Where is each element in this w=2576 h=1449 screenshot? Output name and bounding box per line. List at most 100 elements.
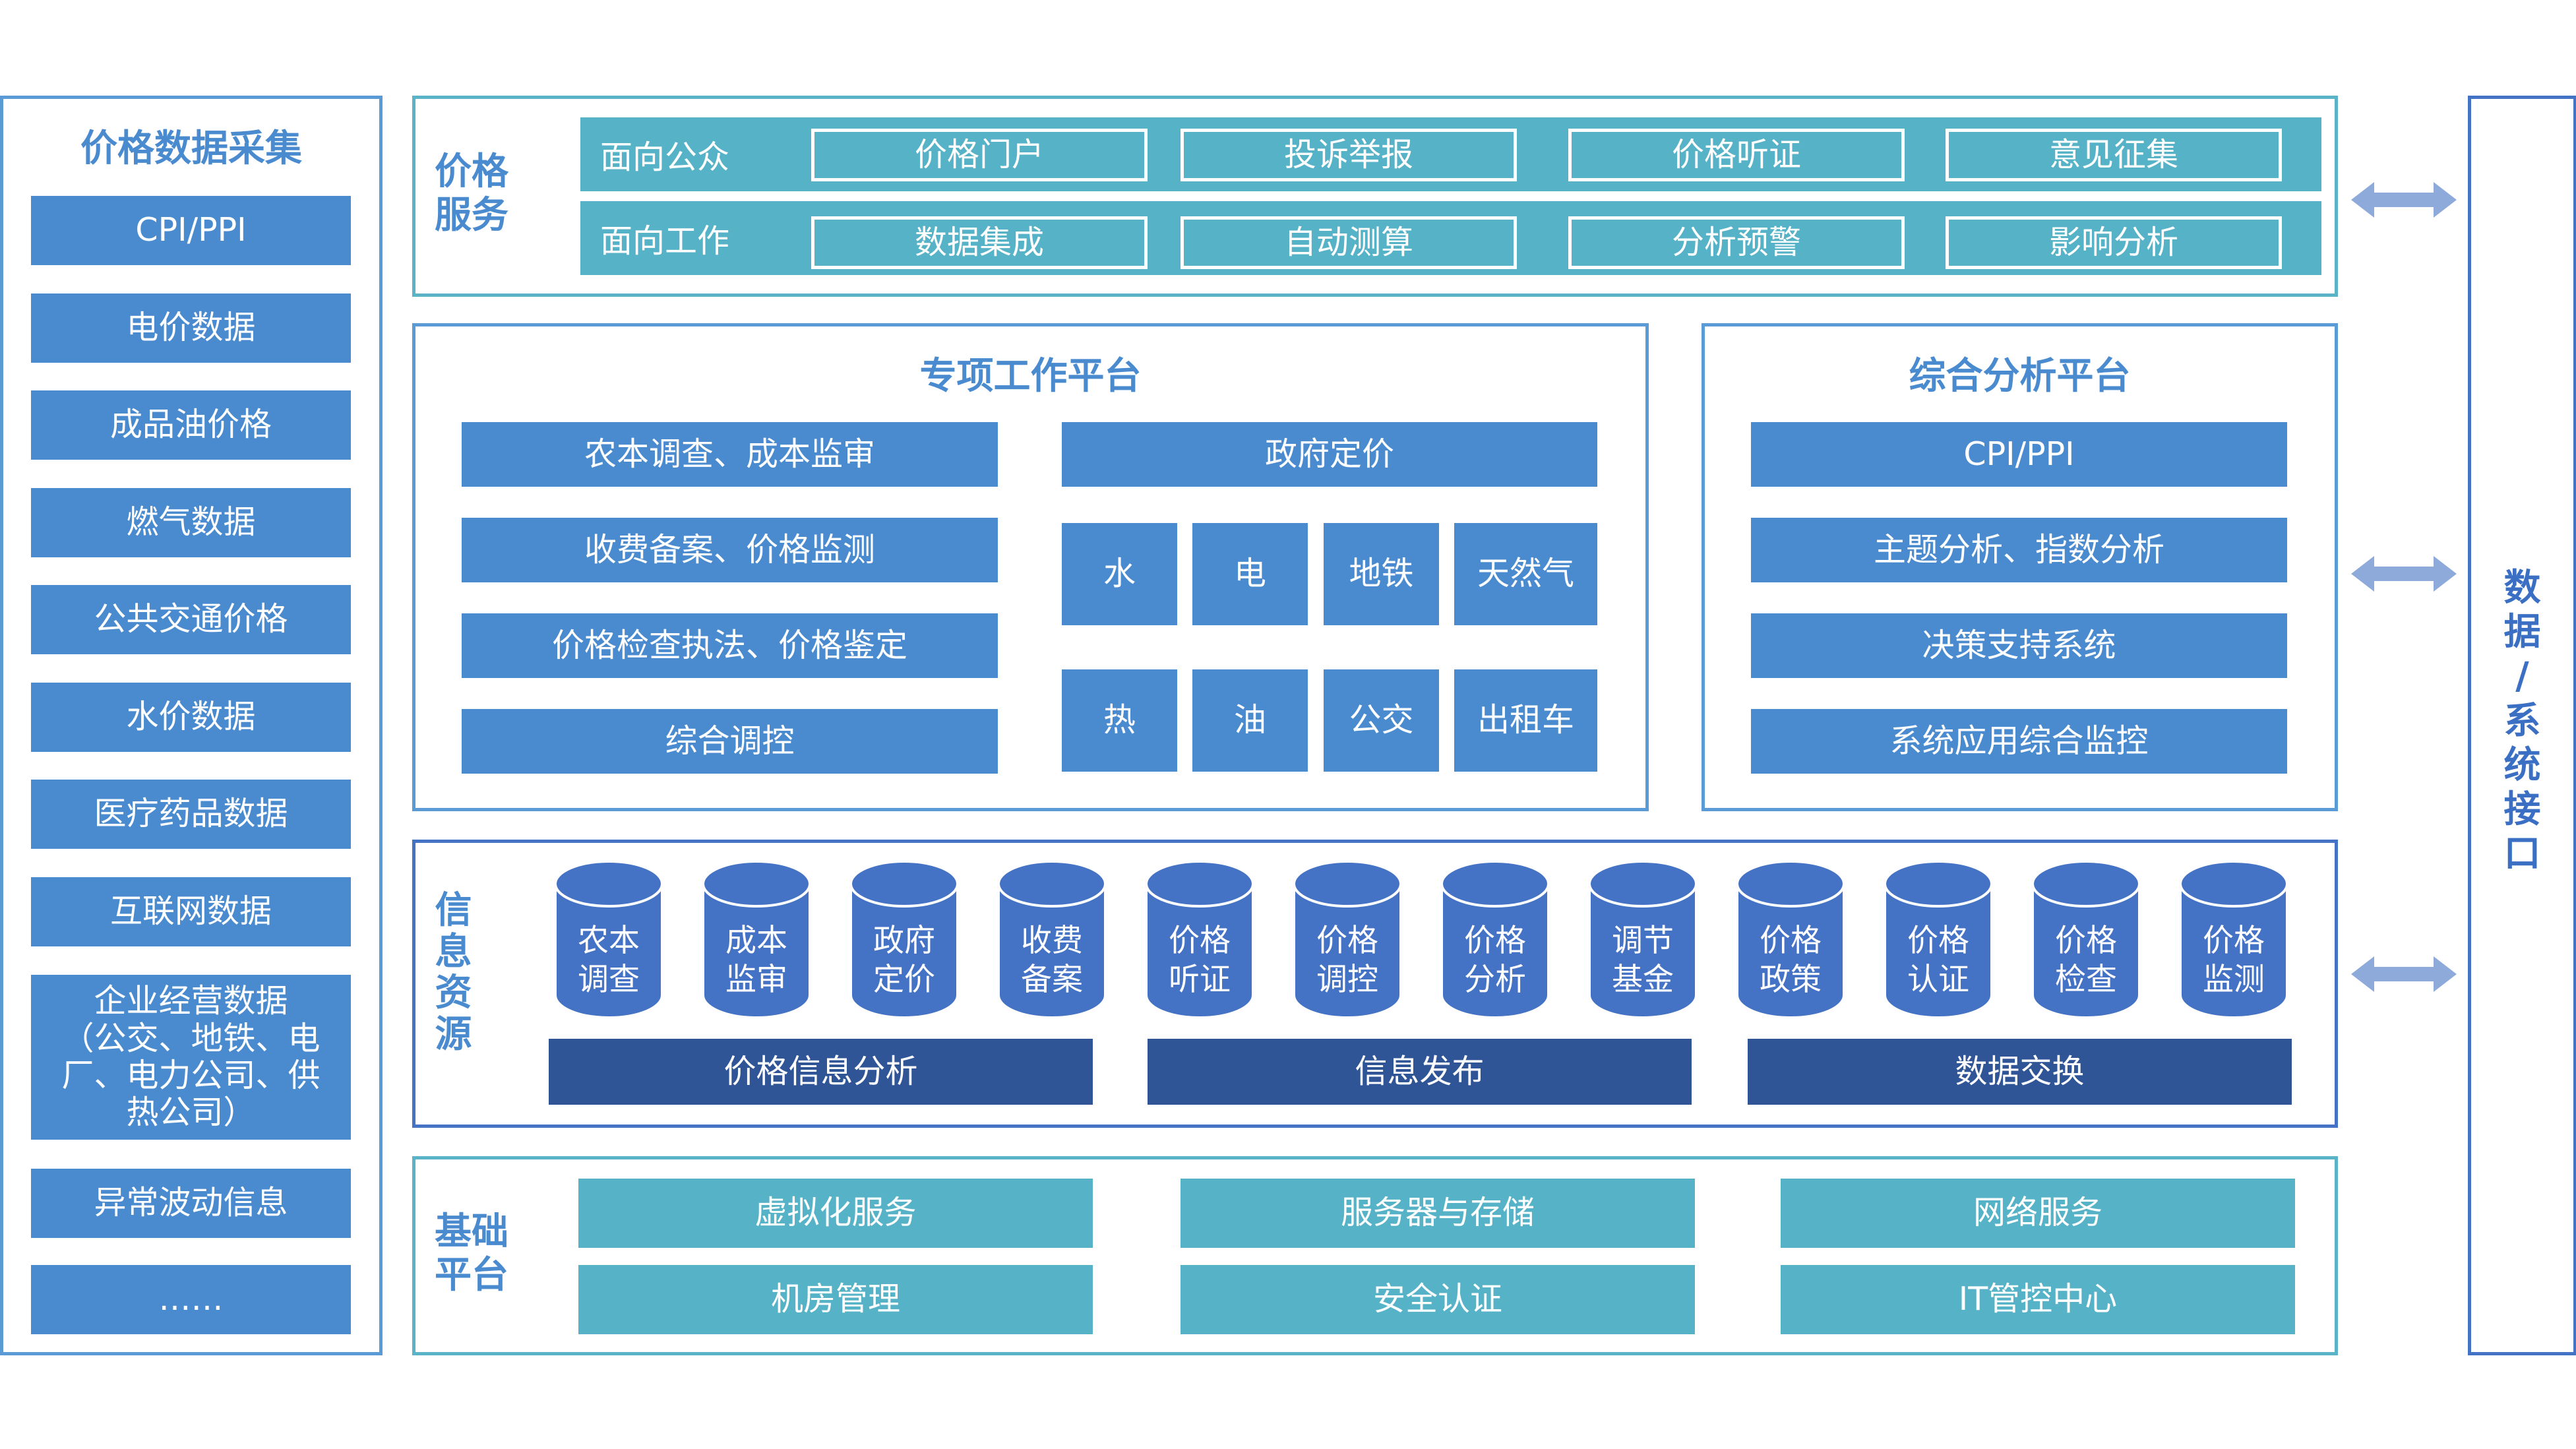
work-service-row [580, 201, 2321, 275]
analysis-platform-title: 综合分析平台 [1909, 355, 2131, 398]
db-label-line: 价格 [2055, 923, 2117, 960]
pricing-oil: 油 [1192, 669, 1308, 772]
db-label-line: 农本 [578, 923, 640, 960]
pricing-water: 水 [1062, 523, 1177, 625]
base-network: 网络服务 [1781, 1179, 2295, 1248]
collection-item-more: …… [31, 1265, 351, 1334]
special-platform-title: 专项工作平台 [919, 355, 1142, 398]
service-item-price-portal: 价格门户 [811, 129, 1148, 181]
collection-item-medical: 医疗药品数据 [31, 780, 351, 849]
enterprise-line: 厂、电力公司、供 [61, 1057, 321, 1094]
pricing-heat: 热 [1062, 669, 1177, 772]
data-system-interface-panel [2468, 96, 2576, 1355]
title-char: / [2515, 655, 2529, 698]
title-char: 接 [2503, 787, 2541, 831]
pricing-natural-gas: 天然气 [1454, 523, 1597, 625]
title-line: 服务 [435, 194, 508, 237]
public-service-label: 面向公众 [600, 138, 730, 176]
info-resources-title: 信 息 资 源 [429, 890, 478, 1056]
collection-item-cpi: CPI/PPI [31, 196, 351, 265]
database-cylinder-icon: 价格政策 [1734, 859, 1847, 1020]
database-cylinder-icon: 政府定价 [848, 859, 960, 1020]
collection-item-internet: 互联网数据 [31, 877, 351, 946]
collection-item-enterprise: 企业经营数据 （公交、地铁、电 厂、电力公司、供 热公司） [31, 975, 351, 1140]
database-cylinder-icon: 价格调控 [1291, 859, 1403, 1020]
title-line: 价格 [435, 150, 508, 193]
pricing-bus: 公交 [1324, 669, 1439, 772]
base-platform-title: 基础 平台 [429, 1210, 514, 1297]
database-cylinder-icon: 收费备案 [996, 859, 1108, 1020]
service-item-auto-calc: 自动测算 [1181, 216, 1517, 269]
db-label-line: 政府 [873, 923, 935, 960]
bar-info-publish: 信息发布 [1148, 1039, 1692, 1105]
database-cylinder-icon: 价格检查 [2030, 859, 2142, 1020]
enterprise-line: （公交、地铁、电 [61, 1019, 321, 1057]
double-arrow-icon [2351, 556, 2457, 592]
title-char: 据 [2503, 611, 2541, 654]
collection-title: 价格数据采集 [80, 127, 302, 170]
special-item-regulation: 综合调控 [462, 709, 998, 774]
db-label-line: 价格 [1316, 923, 1378, 960]
base-virtualization: 虚拟化服务 [578, 1179, 1093, 1248]
pricing-electricity: 电 [1192, 523, 1308, 625]
db-label-line: 监测 [2203, 962, 2265, 998]
special-item-inspection: 价格检查执法、价格鉴定 [462, 613, 998, 678]
db-label-line: 价格 [2203, 923, 2265, 960]
db-label-line: 收费 [1021, 923, 1083, 960]
db-label-line: 价格 [1464, 923, 1526, 960]
collection-item-gas: 燃气数据 [31, 488, 351, 557]
title-line: 资 [435, 971, 472, 1015]
base-machine-room: 机房管理 [578, 1265, 1093, 1334]
db-label-line: 成本 [725, 923, 787, 960]
special-item-cost-survey: 农本调查、成本监审 [462, 422, 998, 487]
service-item-warning: 分析预警 [1568, 216, 1905, 269]
price-service-title: 价格 服务 [429, 150, 514, 237]
db-label-line: 价格 [1760, 923, 1822, 960]
title-line: 平台 [435, 1254, 508, 1297]
service-item-opinion: 意见征集 [1946, 129, 2282, 181]
collection-item-transport: 公共交通价格 [31, 585, 351, 654]
database-cylinder-icon: 价格听证 [1144, 859, 1256, 1020]
double-arrow-icon [2351, 956, 2457, 992]
db-label-line: 分析 [1464, 962, 1526, 998]
db-label-line: 听证 [1169, 962, 1231, 998]
service-item-impact: 影响分析 [1946, 216, 2282, 269]
work-service-label: 面向工作 [600, 222, 730, 260]
bar-price-info-analysis: 价格信息分析 [549, 1039, 1093, 1105]
db-label-line: 政策 [1760, 962, 1822, 998]
db-label-line: 调控 [1316, 962, 1378, 998]
gov-pricing-header: 政府定价 [1062, 422, 1597, 487]
title-char: 口 [2503, 832, 2541, 876]
title-char: 统 [2503, 743, 2541, 787]
database-cylinder-icon: 成本监审 [700, 859, 813, 1020]
double-arrow-icon [2351, 182, 2457, 218]
database-cylinder-icon: 价格认证 [1882, 859, 1994, 1020]
pricing-taxi: 出租车 [1454, 669, 1597, 772]
db-label-line: 价格 [1907, 923, 1969, 960]
db-label-line: 监审 [725, 962, 787, 998]
database-cylinder-icon: 农本调查 [553, 859, 665, 1020]
database-cylinder-icon: 调节基金 [1587, 859, 1699, 1020]
enterprise-line: 热公司） [126, 1094, 256, 1132]
db-label-line: 备案 [1021, 962, 1083, 998]
pricing-subway: 地铁 [1324, 523, 1439, 625]
title-line: 信 [435, 889, 472, 932]
collection-item-water: 水价数据 [31, 683, 351, 752]
title-line: 源 [435, 1013, 472, 1057]
analysis-item-decision: 决策支持系统 [1751, 613, 2287, 678]
db-label-line: 定价 [873, 962, 935, 998]
db-label-line: 价格 [1169, 923, 1231, 960]
title-char: 系 [2503, 699, 2541, 743]
title-char: 数 [2503, 567, 2541, 609]
collection-item-anomaly: 异常波动信息 [31, 1169, 351, 1238]
database-cylinder-icon: 价格分析 [1439, 859, 1551, 1020]
collection-item-electricity: 电价数据 [31, 293, 351, 363]
base-it-control: IT管控中心 [1781, 1265, 2295, 1334]
collection-item-oil: 成品油价格 [31, 390, 351, 460]
service-item-hearing: 价格听证 [1568, 129, 1905, 181]
title-line: 基础 [435, 1210, 508, 1253]
analysis-item-topic: 主题分析、指数分析 [1751, 518, 2287, 582]
db-label-line: 调查 [578, 962, 640, 998]
special-item-fee-record: 收费备案、价格监测 [462, 518, 998, 582]
db-label-line: 调节 [1612, 923, 1674, 960]
